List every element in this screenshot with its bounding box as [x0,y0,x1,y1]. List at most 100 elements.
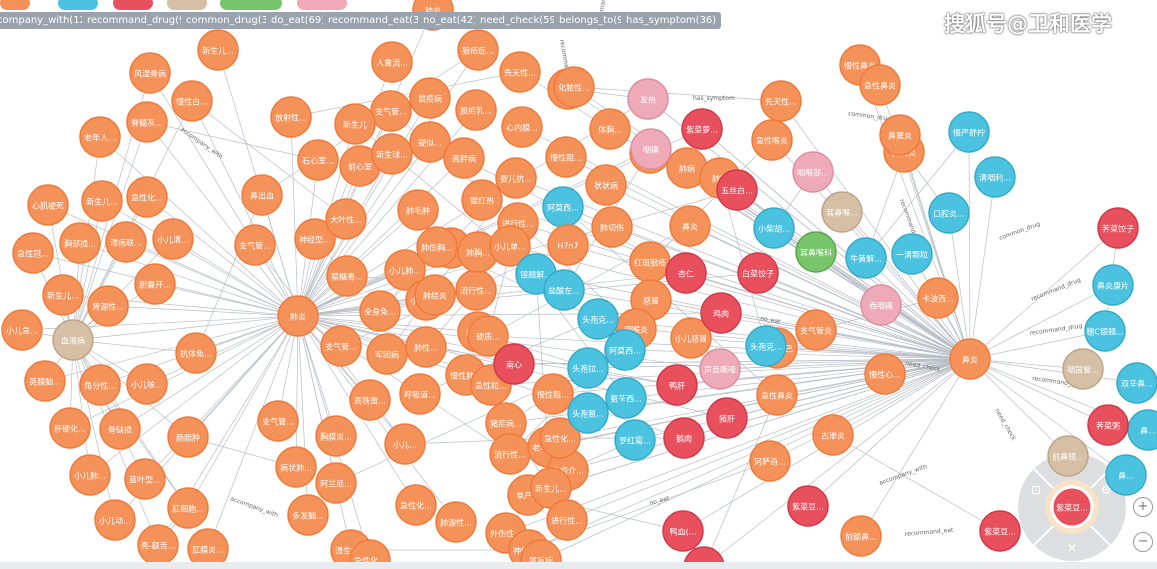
node-disease[interactable]: 小儿感冒 [670,317,712,359]
legend-tag-need-check[interactable]: need_check(59) [475,12,565,29]
node-disease[interactable]: 病状肺... [275,446,317,488]
node-disease[interactable]: 神经型... [294,218,336,260]
node-food[interactable]: 南心 [493,343,535,385]
legend-pill-6[interactable] [297,0,347,10]
node-drug[interactable]: 头孢克... [577,298,619,340]
node-drug[interactable]: 阿莫西... [604,329,646,371]
node-disease[interactable]: 军团病 [366,333,408,375]
node-disease[interactable]: 化脓性... [553,66,595,108]
node-disease[interactable]: 肺伤胸... [416,226,458,268]
node-disease[interactable]: 小儿咳... [126,363,168,405]
legend-pill-1[interactable] [0,0,30,10]
node-disease[interactable]: 新生儿... [81,180,123,222]
node-disease[interactable]: 流行性... [455,269,497,311]
node-disease[interactable]: 慢性阻... [545,136,587,178]
node-disease[interactable]: 疑似... [409,121,451,163]
legend-tag-recommand-drug[interactable]: recommand_drug(97) [82,12,201,29]
node-disease[interactable]: 古渗炎 [812,414,854,456]
selected-node[interactable] [1050,485,1094,529]
node-drug[interactable]: 一清颗粒 [891,233,933,275]
legend-pill-4[interactable] [167,0,207,10]
node-disease[interactable]: 英腺脑... [24,360,66,402]
node-disease[interactable]: 心肌梗死 [27,184,69,226]
node-drug[interactable]: 头孢拉... [567,347,609,389]
node-disease[interactable]: 狼疮症... [457,29,499,71]
node-disease[interactable]: 心内膜... [501,106,543,148]
node-disease[interactable]: 前额鼻... [840,515,882,557]
legend-tag-belongs-to[interactable]: belongs_to(9) [554,12,633,29]
legend-pill-5[interactable] [220,0,282,10]
node-symptom[interactable]: 咽痛 [630,128,672,170]
node-disease[interactable]: 小儿清... [152,218,194,260]
node-disease[interactable]: 风湿骨病 [129,52,171,94]
node-food[interactable]: 猪肝 [706,397,748,439]
node-disease[interactable]: 肾源性... [87,285,129,327]
node-food[interactable]: 鸭血(... [662,510,704,552]
node-disease[interactable]: 蓝叶型... [124,458,166,500]
node-disease[interactable]: 支气管... [320,325,362,367]
node-disease[interactable]: 小儿动... [94,499,136,541]
node-symptom[interactable]: 咽喉部... [792,151,834,193]
node-disease[interactable]: 硬质... [467,315,509,357]
zoom-out-button[interactable]: − [1133,532,1153,552]
node-disease[interactable]: 呼吸道... [399,373,441,415]
node-disease[interactable]: 老年人... [79,116,121,158]
expand-icon[interactable]: ✕ [1067,541,1077,555]
node-disease[interactable]: 慢性白... [171,80,213,122]
node-drug[interactable]: 阿莫西... [542,186,584,228]
node-disease[interactable]: 新生儿 [334,103,376,145]
node-symptom[interactable]: 吞咽痛 [860,284,902,326]
node-drug[interactable]: 罗红霉... [614,419,656,461]
node-disease[interactable]: 支气管... [257,400,299,442]
node-disease[interactable]: 流行性... [489,433,531,475]
node-disease[interactable]: 肺切伤 [591,206,633,248]
node-disease[interactable]: 急性化... [539,417,581,459]
node-food[interactable]: 鸡肉 [700,292,742,334]
node-disease[interactable]: 股疟乳... [455,89,497,131]
node-disease[interactable]: 肛膜炎... [187,528,229,569]
node-disease[interactable]: 小儿单... [489,225,531,267]
node-disease[interactable]: 亮-额舌... [137,524,179,566]
node-disease[interactable]: 状状病 [585,164,627,206]
node-department[interactable]: 耳鼻喉... [821,191,863,233]
node-disease[interactable]: 鼻出血 [241,174,283,216]
node-disease[interactable]: 多发脑... [287,494,329,536]
node-disease[interactable]: 肺炎 [277,295,319,337]
node-food[interactable]: 杏仁 [665,252,707,294]
node-food[interactable]: 荠菜饺子 [1097,207,1139,249]
node-disease[interactable]: H7n7 [547,224,589,266]
node-disease[interactable]: 小儿... [384,423,426,465]
node-disease[interactable]: 卡波西... [917,277,959,319]
node-food[interactable]: 鸭肝 [656,364,698,406]
node-disease[interactable]: 胆囊开... [134,263,176,305]
node-disease[interactable]: 新生儿... [42,274,84,316]
node-disease[interactable]: 急性喉炎 [751,119,793,161]
node-disease[interactable]: 大叶性... [325,198,367,240]
node-disease[interactable]: 全身免... [359,290,401,332]
node-disease[interactable]: 肺结炎 [414,274,456,316]
node-disease[interactable]: 肛细胞... [167,487,209,529]
node-disease[interactable]: 红斑狼疮 [629,241,671,283]
node-drug[interactable]: 小柴胡... [753,207,795,249]
legend-tag-no-eat[interactable]: no_eat(42) [418,12,483,29]
node-disease[interactable]: 慢性阻... [532,373,574,415]
node-department[interactable]: 血液病 [52,319,94,361]
node-drug[interactable]: 鼻炎康片 [1092,264,1134,306]
node-disease[interactable]: 支气管... [234,224,276,266]
node-disease[interactable]: 先天性... [499,51,541,93]
bottom-scrollbar[interactable] [0,562,1157,569]
node-disease[interactable]: 肝硬化... [49,407,91,449]
node-drug[interactable]: 头孢克... [745,325,787,367]
node-drug[interactable]: 牛黄解... [845,237,887,279]
node-symptom[interactable]: 发热 [627,78,669,120]
zoom-in-button[interactable]: + [1133,497,1153,517]
node-disease[interactable]: 鼻炎 [949,338,991,380]
node-disease[interactable]: 急性鼻炎 [756,374,798,416]
node-disease[interactable]: 新生儿... [530,467,572,509]
node-disease[interactable]: 抗体免... [175,332,217,374]
node-disease[interactable]: 急性化... [126,176,168,218]
node-food[interactable]: 紫菜豆... [979,510,1021,552]
node-disease[interactable]: 鼻窦炎 [879,114,921,156]
node-food[interactable]: 五丝白... [716,169,758,211]
